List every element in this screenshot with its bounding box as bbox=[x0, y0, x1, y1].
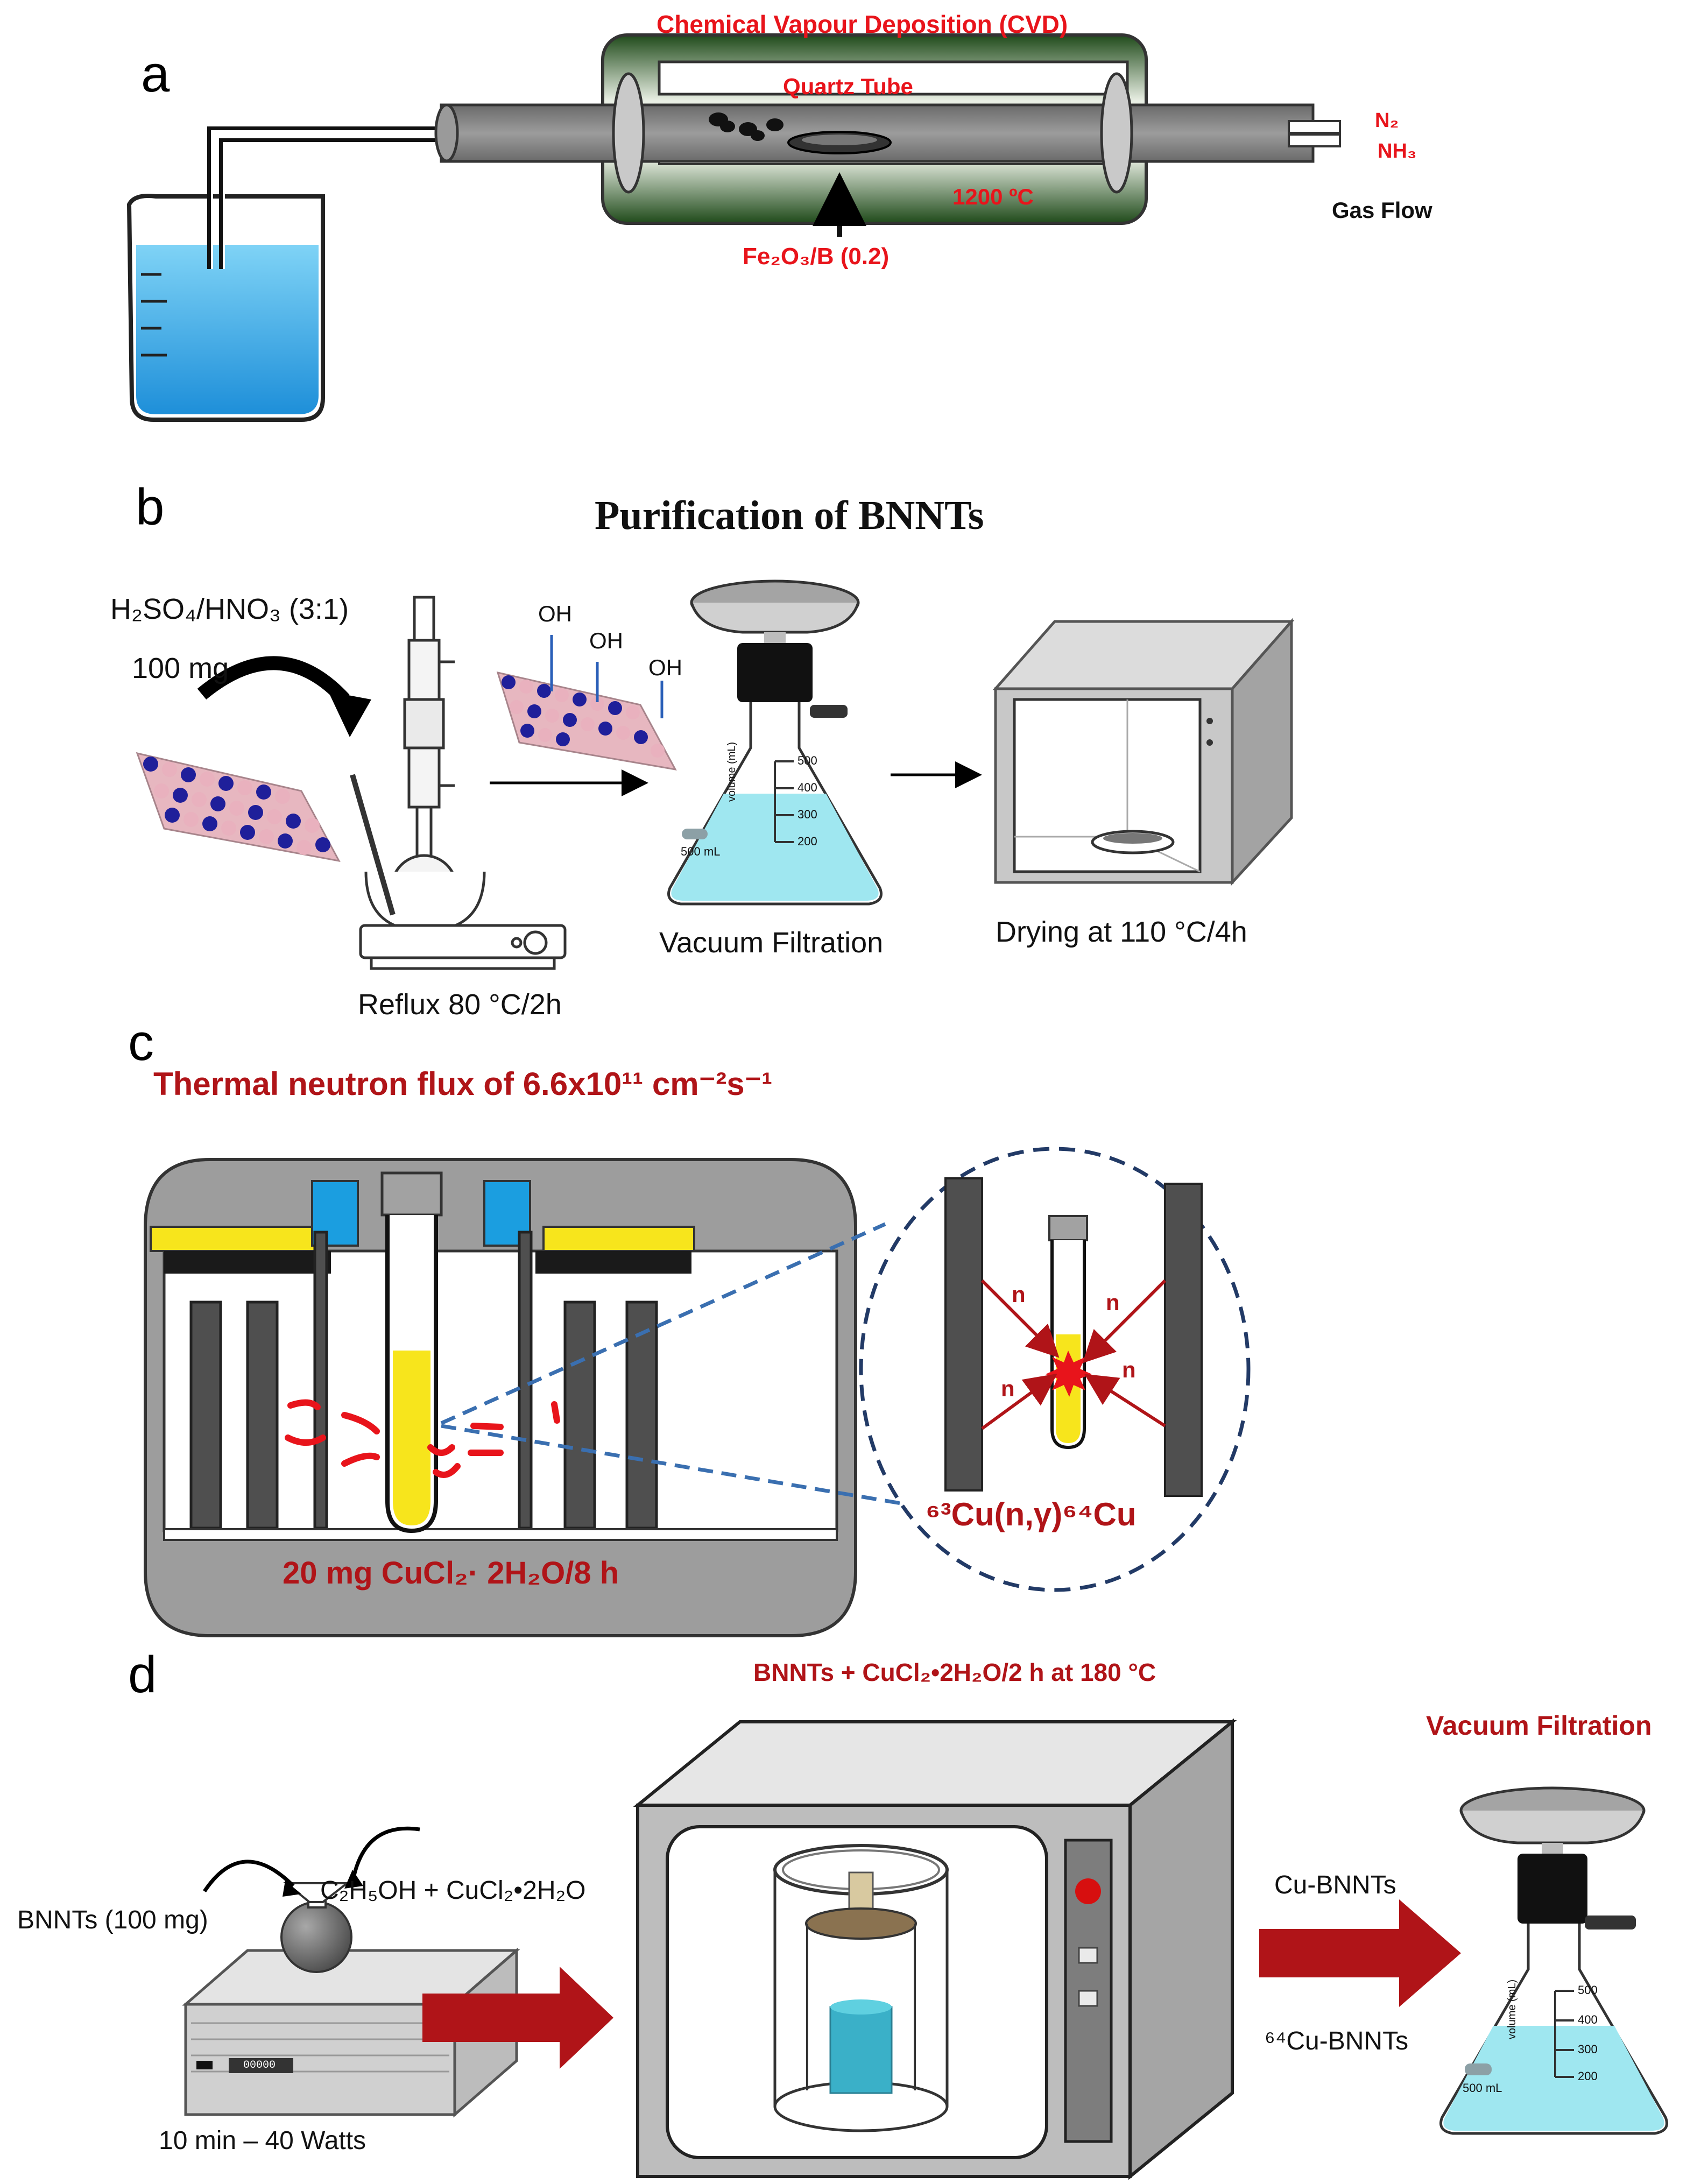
irradiation-tube bbox=[380, 1171, 443, 1533]
solvothermal-oven bbox=[633, 1718, 1237, 2180]
catalyst-label: Fe₂O₃/B (0.2) bbox=[743, 243, 890, 270]
sonicator-display: 00000 bbox=[243, 2059, 276, 2072]
arrow-to-filtration bbox=[1259, 1899, 1461, 2007]
temperature-label: 1200 ºC bbox=[952, 184, 1034, 209]
reflux-label: Reflux 80 °C/2h bbox=[358, 988, 562, 1021]
reaction-label: ⁶³Cu(n,γ)⁶⁴Cu bbox=[926, 1496, 1137, 1532]
flask-b-volume-label: 500 mL bbox=[681, 845, 721, 858]
flask-b-tick-500: 500 bbox=[797, 754, 817, 767]
flask-d-volume-label: 500 mL bbox=[1463, 2081, 1502, 2095]
product-64cu-bnnts: ⁶⁴Cu-BNNTs bbox=[1265, 2027, 1409, 2055]
sample-label: 20 mg CuCl₂· 2H₂O/8 h bbox=[283, 1556, 619, 1591]
flask-d-tick-500: 500 bbox=[1578, 1983, 1598, 1997]
bnnt-tube-functionalized bbox=[496, 635, 677, 771]
filtration-label-b: Vacuum Filtration bbox=[659, 927, 884, 959]
sonicator bbox=[182, 1826, 520, 2118]
neutron-n-3: n bbox=[1001, 1376, 1015, 1401]
panel-c-art bbox=[144, 1147, 1251, 1637]
arrow-to-oven bbox=[422, 1967, 613, 2069]
panel-b-art bbox=[136, 579, 1295, 970]
flask-b-tick-400: 400 bbox=[797, 781, 817, 794]
mass-label: 100 mg bbox=[132, 652, 229, 684]
panel-label-c: c bbox=[128, 1014, 154, 1071]
flask-d-tick-400: 400 bbox=[1578, 2013, 1598, 2026]
gas-n2-label: N₂ bbox=[1375, 109, 1399, 132]
bnnt-tube-left bbox=[136, 752, 341, 863]
filtration-flask-d bbox=[1439, 1786, 1668, 2135]
reagents-label: C₂H₅OH + CuCl₂•2H₂O bbox=[320, 1876, 586, 1905]
flask-d-tick-200: 200 bbox=[1578, 2069, 1598, 2083]
panel-label-a: a bbox=[141, 45, 170, 103]
oh-label-3: OH bbox=[648, 655, 682, 680]
oh-label-2: OH bbox=[589, 628, 623, 653]
purification-title: Purification of BNNTs bbox=[595, 493, 984, 538]
flask-b-axis: volume (mL) bbox=[726, 741, 738, 802]
neutron-n-2: n bbox=[1106, 1290, 1120, 1315]
reflux-apparatus bbox=[350, 596, 567, 970]
flask-d-tick-300: 300 bbox=[1578, 2042, 1598, 2056]
drying-oven bbox=[992, 618, 1295, 886]
flask-b-tick-300: 300 bbox=[797, 808, 817, 821]
drying-label: Drying at 110 °C/4h bbox=[996, 916, 1247, 948]
product-cu-bnnts: Cu-BNNTs bbox=[1274, 1871, 1396, 1899]
neutron-n-1: n bbox=[1012, 1282, 1026, 1307]
neutron-flux-title: Thermal neutron flux of 6.6x10¹¹ cm⁻²s⁻¹ bbox=[153, 1066, 773, 1102]
filtration-label-d: Vacuum Filtration bbox=[1426, 1711, 1652, 1741]
beaker-water bbox=[136, 245, 319, 414]
flask-b-tick-200: 200 bbox=[797, 835, 817, 848]
quartz-tube bbox=[440, 103, 1315, 163]
bnnts-label: BNNTs (100 mg) bbox=[17, 1906, 208, 1934]
filtration-flask-b bbox=[667, 579, 883, 906]
solvothermal-title: BNNTs + CuCl₂•2H₂O/2 h at 180 °C bbox=[753, 1658, 1156, 1686]
sonication-label: 10 min – 40 Watts bbox=[159, 2126, 366, 2155]
gas-nh3-label: NH₃ bbox=[1378, 140, 1417, 162]
panel-label-d: d bbox=[128, 1646, 157, 1704]
panel-a-art bbox=[126, 33, 1341, 422]
quartz-tube-label: Quartz Tube bbox=[783, 74, 913, 99]
acid-label: H₂SO₄/HNO₃ (3:1) bbox=[110, 593, 349, 625]
oh-label-1: OH bbox=[538, 601, 572, 626]
neutron-n-4: n bbox=[1122, 1357, 1136, 1382]
gas-flow-label: Gas Flow bbox=[1332, 197, 1432, 223]
cvd-title: Chemical Vapour Deposition (CVD) bbox=[657, 10, 1068, 38]
panel-label-b: b bbox=[136, 478, 165, 536]
panel-d-art bbox=[182, 1718, 1668, 2180]
flask-d-axis: volume (mL) bbox=[1506, 1979, 1518, 2039]
